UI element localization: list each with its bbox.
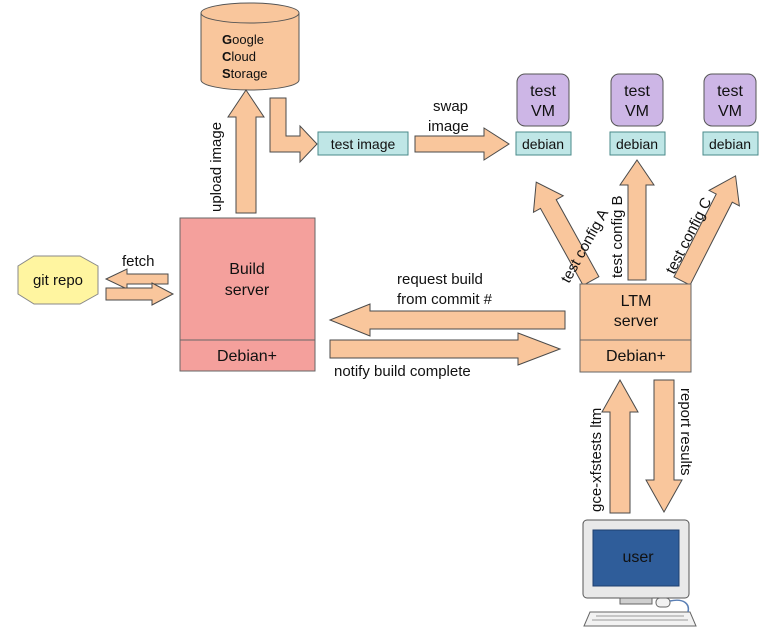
notify-build-arrow [329,332,562,366]
fetch-label: fetch [122,253,155,270]
vm-c-label-2: VM [718,103,742,120]
upload-image-label: upload image [208,122,225,212]
vm-b-label-2: VM [625,103,649,120]
request-build-label-1: request build [397,271,483,288]
vm-a-os: debian [522,136,564,152]
fetch-arrow-right [105,282,175,306]
test-vm-c: test VM debian [702,73,759,156]
vm-a-label-1: test [530,83,556,100]
storage-to-image-arrow [269,97,318,164]
test-image-node: test image [317,131,409,156]
git-repo-node: git repo [17,255,99,305]
user-label: user [622,549,654,566]
vm-a-label-2: VM [531,103,555,120]
test-image-label: test image [331,136,396,152]
gce-xfstests-arrow [601,378,639,514]
ltm-server-node: LTM server Debian+ [579,283,692,373]
config-a-arrow [532,181,600,287]
storage-label-2: Cloud [222,49,256,64]
ltm-server-label-2: server [614,313,659,330]
config-b-label: test config B [609,195,626,278]
storage-label-1: Google [222,32,264,47]
git-repo-label: git repo [33,272,83,289]
build-server-os: Debian+ [217,348,277,365]
ltm-server-os: Debian+ [606,348,666,365]
test-vm-a: test VM debian [515,73,572,156]
upload-arrow [227,89,265,214]
cloud-storage-node: Google Cloud Storage [200,2,300,91]
request-build-label-2: from commit # [397,291,493,308]
report-results-label: report results [677,388,694,476]
build-server-label-2: server [225,282,270,299]
user-computer-icon: user [582,519,697,627]
vm-c-label-1: test [717,83,743,100]
storage-label-3: Storage [222,66,268,81]
report-results-arrow [645,379,683,514]
request-build-arrow [328,303,566,337]
vm-b-os: debian [616,136,658,152]
notify-build-label: notify build complete [334,363,471,380]
gce-xfstests-label: gce-xfstests ltm [588,408,605,512]
build-server-node: Build server Debian+ [179,217,316,372]
config-c-arrow [673,175,740,286]
build-server-label-1: Build [229,261,265,278]
ltm-server-label-1: LTM [621,293,652,310]
swap-image-label-2: image [428,118,469,135]
test-vm-b: test VM debian [609,73,666,156]
vm-c-os: debian [709,136,751,152]
vm-b-label-1: test [624,83,650,100]
swap-image-label-1: swap [433,98,468,115]
swap-image-arrow [414,127,510,161]
config-b-arrow [619,159,655,281]
